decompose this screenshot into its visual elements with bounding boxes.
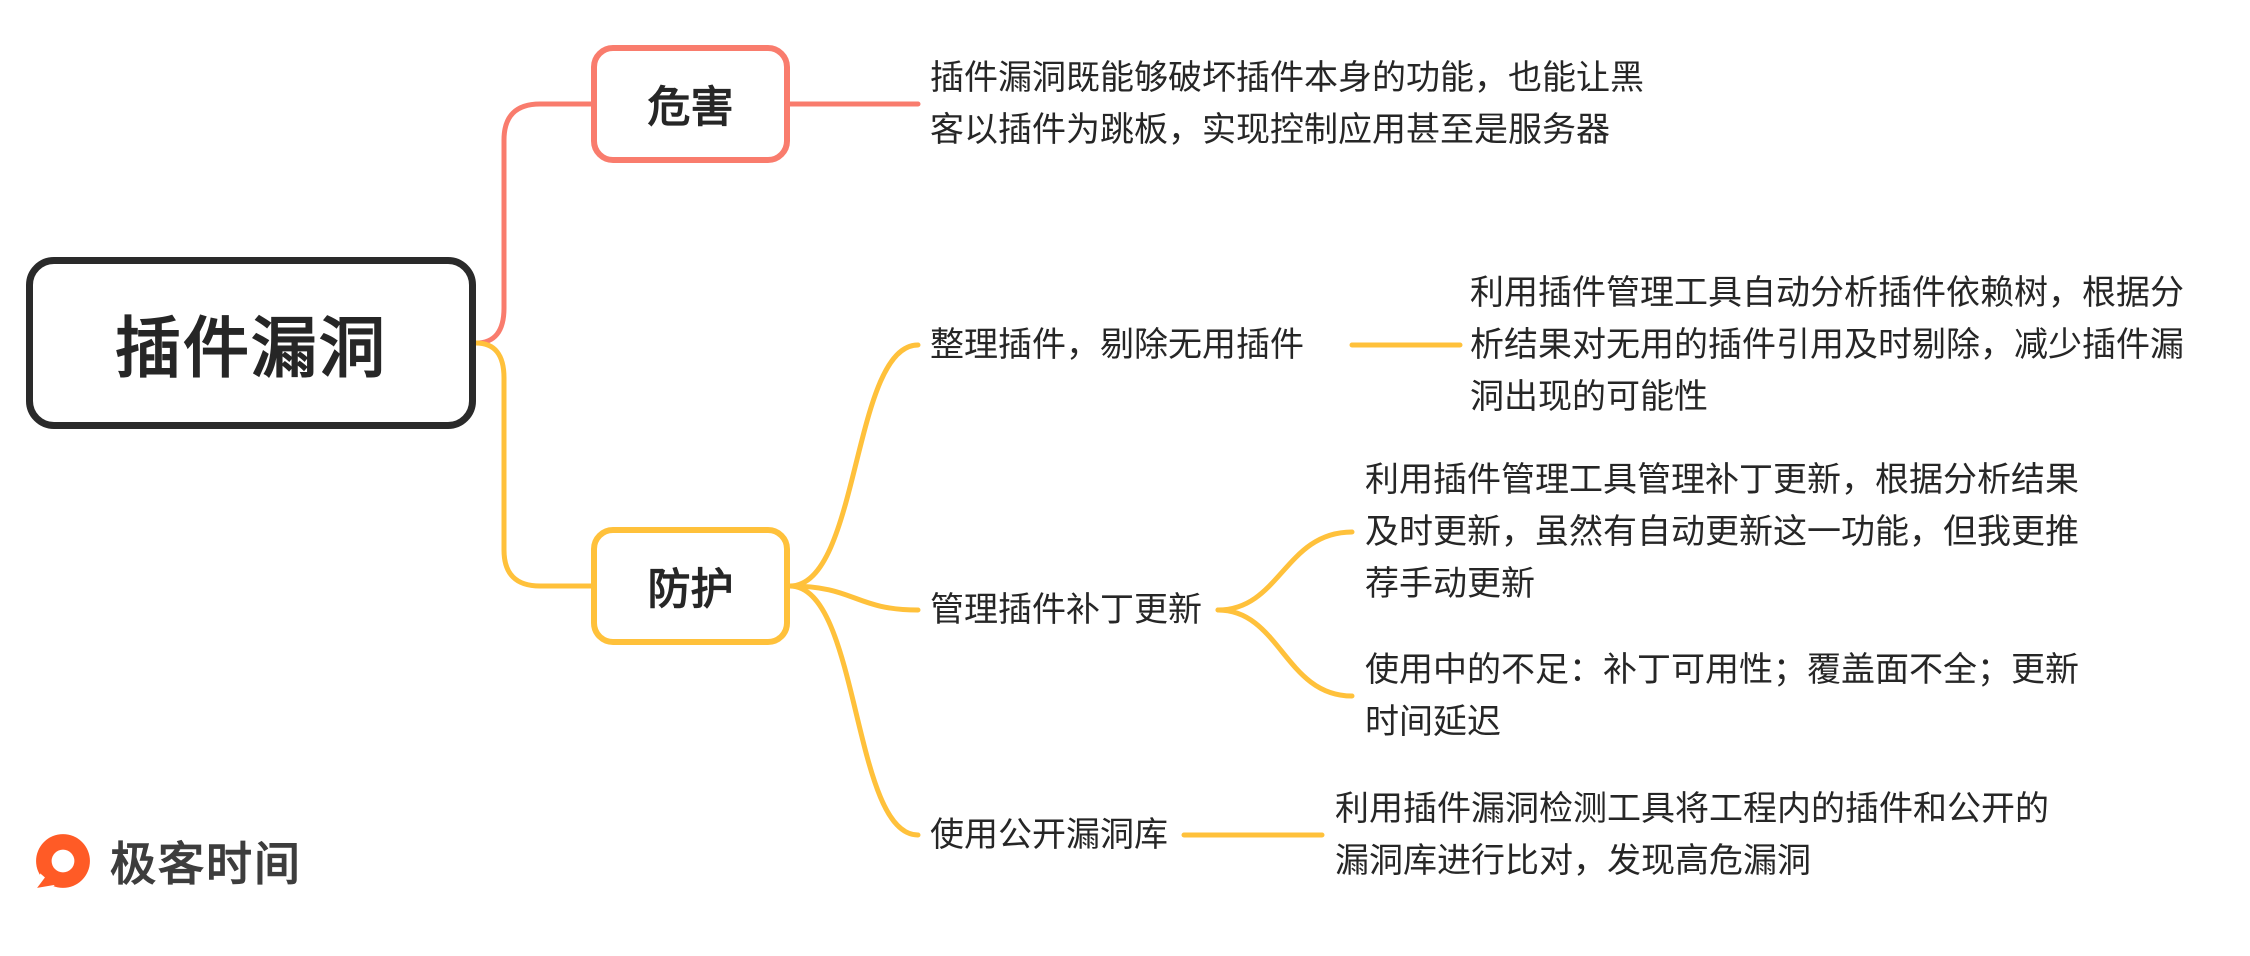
connector-protect-item3 (787, 583, 921, 838)
protect-node-label: 防护 (647, 566, 734, 614)
harm-description: 插件漏洞既能够破坏插件本身的功能，也能让黑 客以插件为跳板，实现控制应用甚至是服… (930, 59, 1644, 149)
organize-plugins-note: 利用插件管理工具自动分析插件依赖树，根据分 析结果对无用的插件引用及时剔除，减少… (1470, 274, 2184, 416)
protect-node: 防护 (591, 527, 790, 645)
brand-name: 极客时间 (110, 838, 302, 890)
root-node-label: 插件漏洞 (115, 311, 387, 385)
root-node: 插件漏洞 (26, 257, 476, 429)
manage-patches-note-2: 使用中的不足：补丁可用性；覆盖面不全；更新 时间延迟 (1365, 651, 2079, 741)
connector-root-harm (473, 101, 594, 346)
protect-item-manage-patches: 管理插件补丁更新 (930, 591, 1202, 629)
connector-protect-item1 (787, 342, 921, 589)
public-vuln-db-note: 利用插件漏洞检测工具将工程内的插件和公开的 漏洞库进行比对，发现高危漏洞 (1335, 790, 2049, 880)
harm-node-label: 危害 (647, 84, 734, 132)
brand-footer: 极客时间 (34, 828, 302, 894)
connector-root-protect (473, 340, 594, 589)
connector-item2-note-bottom (1215, 607, 1355, 699)
connector-item2-note-top (1215, 529, 1355, 613)
connector-protect-item2 (787, 583, 921, 613)
manage-patches-note-1: 利用插件管理工具管理补丁更新，根据分析结果 及时更新，虽然有自动更新这一功能，但… (1365, 461, 2079, 603)
protect-item-organize-plugins: 整理插件，剔除无用插件 (930, 326, 1304, 364)
geektime-logo-icon (36, 834, 90, 888)
protect-item-public-vuln-db: 使用公开漏洞库 (930, 816, 1168, 854)
harm-node: 危害 (591, 45, 790, 163)
